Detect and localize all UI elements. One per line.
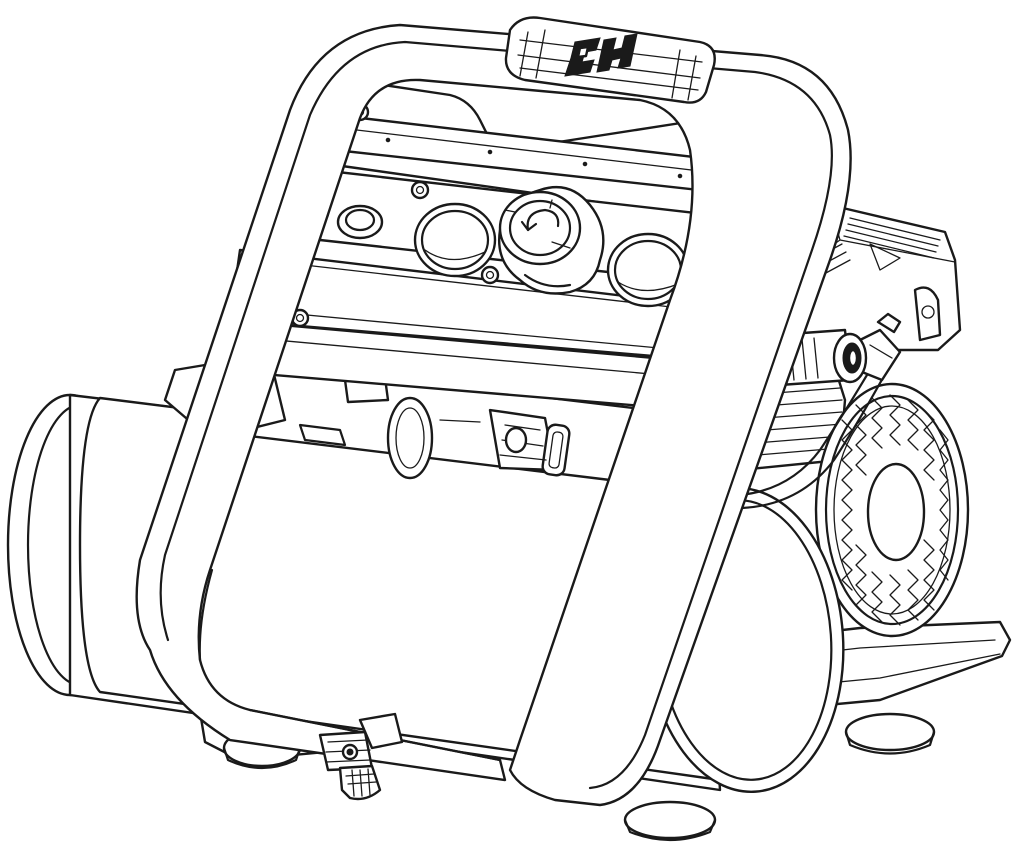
fan-shroud xyxy=(814,382,970,638)
pump-pulley xyxy=(386,396,434,480)
carry-handle xyxy=(504,16,716,104)
ch-logo-icon xyxy=(564,33,638,77)
foot-front-right xyxy=(844,712,936,752)
air-hose xyxy=(688,312,902,510)
tank-pressure-gauge xyxy=(413,202,497,278)
fan-hub xyxy=(866,462,926,562)
fan-grille-mesh xyxy=(841,394,949,626)
foot-front-left xyxy=(623,800,717,840)
outlet-pressure-gauge xyxy=(606,232,690,308)
roll-cage-frame xyxy=(135,23,852,807)
drain-valve xyxy=(318,712,404,801)
regulator-knob xyxy=(498,185,605,295)
power-switch xyxy=(336,204,384,240)
pump-assembly xyxy=(163,356,732,497)
